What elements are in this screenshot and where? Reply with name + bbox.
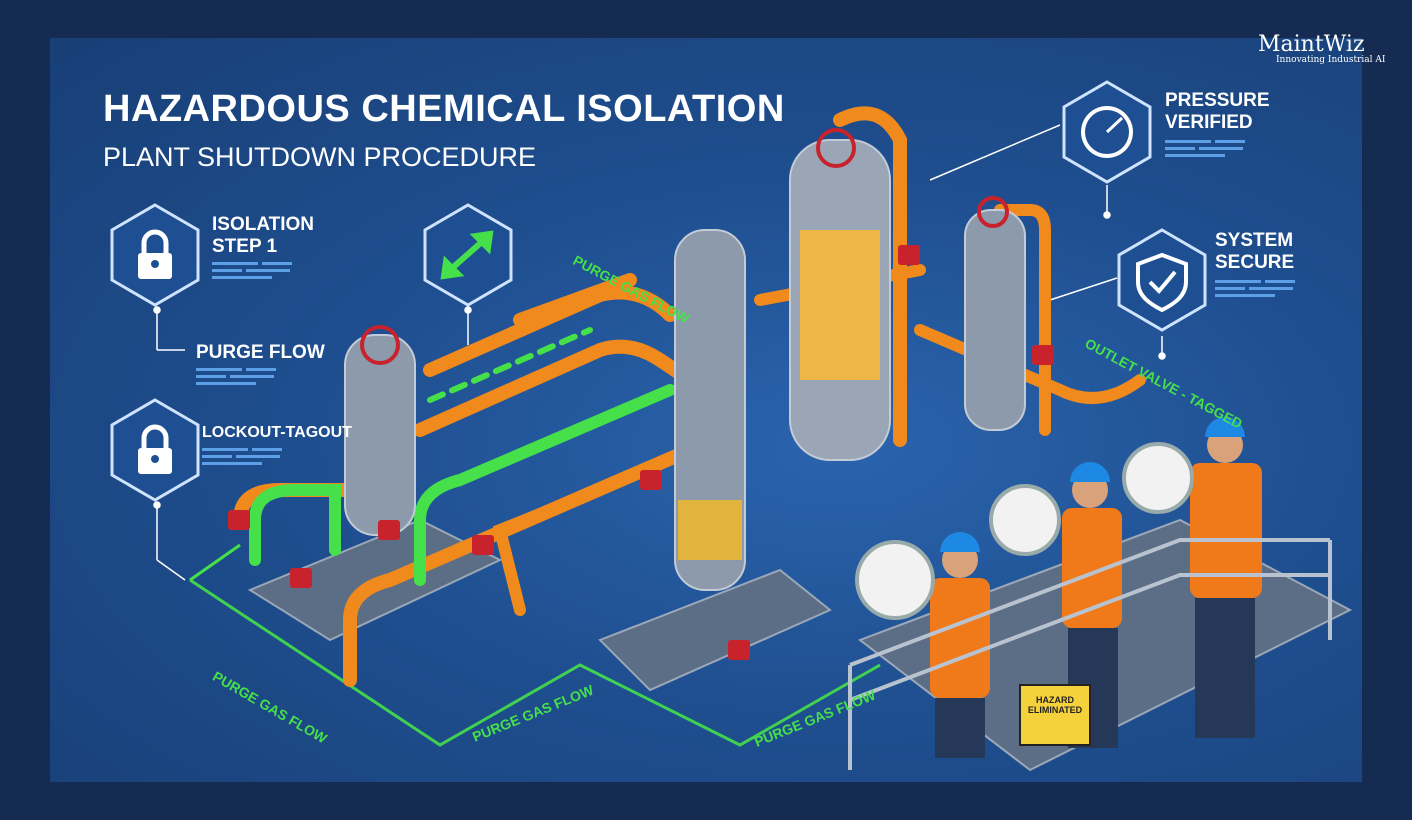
shield-check-icon [1136,252,1188,313]
placeholder-text-lines [212,260,292,280]
callout-pressure-verified: PRESSURE VERIFIED [1165,90,1270,133]
hazard-sign [1019,684,1091,746]
callout-lockout-tagout: LOCKOUT-TAGOUT [202,424,352,441]
worker [1122,417,1262,738]
worker [855,532,990,758]
connector-lines [153,124,1166,581]
pipes [233,106,1146,687]
page-subtitle: PLANT SHUTDOWN PROCEDURE [103,142,537,172]
railing [848,538,1332,770]
brand-name: MaintWiz [1258,32,1365,57]
placeholder-text-lines [202,446,282,466]
callout-system-secure: SYSTEM SECURE [1215,230,1295,273]
hex-icons [110,80,1207,502]
placeholder-text-lines [1165,138,1245,158]
brand-tagline: Innovating Industrial AI [1276,55,1386,65]
placeholder-text-lines [196,366,276,386]
callout-purge-flow: PURGE FLOW [196,342,325,363]
placeholder-text-lines [1215,278,1295,298]
page-title: HAZARDOUS CHEMICAL ISOLATION [103,88,785,130]
flow-arrows-icon [440,230,494,280]
brand-logo: MaintWiz Innovating Industrial AI [1258,32,1385,65]
padlock-icon [138,229,172,279]
padlock-tags [228,245,1054,660]
padlock-icon [138,424,172,474]
vessels [344,128,1026,591]
hazard-sign-text: HAZARD ELIMINATED [1027,695,1083,715]
callout-isolation-step: ISOLATION STEP 1 [212,214,315,257]
purge-boundary-line [189,578,881,747]
gauge-icon [1081,106,1133,158]
purge-boundary-line [189,543,241,582]
workers [855,417,1262,758]
